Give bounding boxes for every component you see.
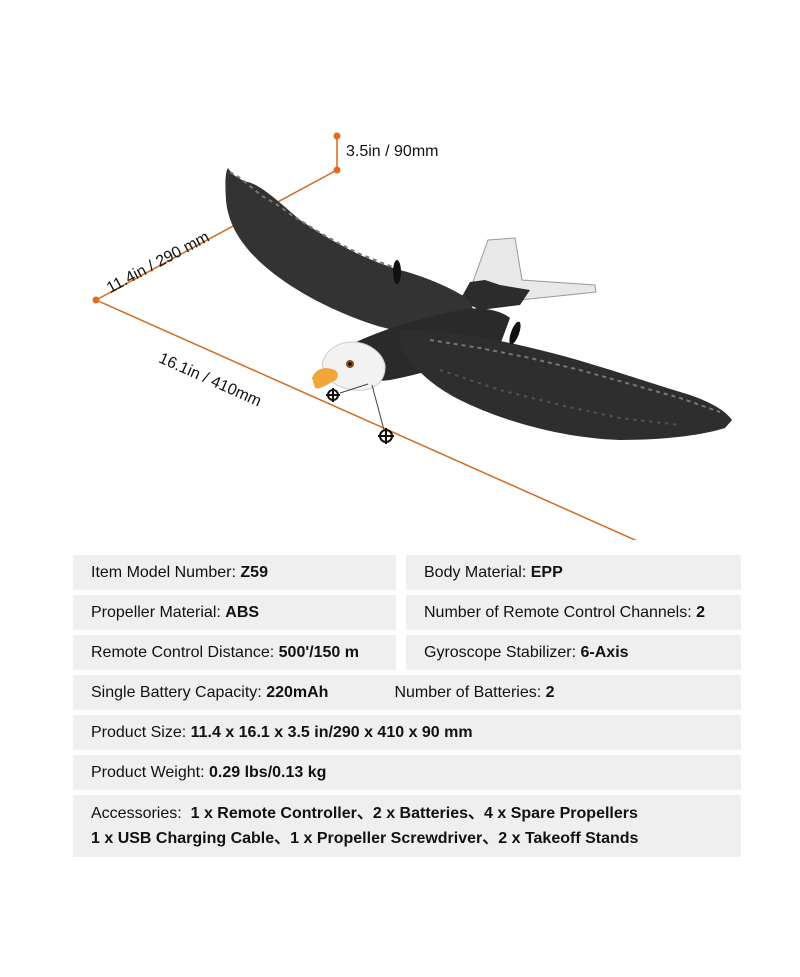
spec-label: Remote Control Distance: [91, 643, 275, 661]
spec-accessories: Accessories: 1 x Remote Controller、2 x B… [73, 795, 741, 857]
spec-gyroscope: Gyroscope Stabilizer: 6-Axis [406, 635, 741, 670]
spec-label: Body Material: [424, 563, 527, 581]
accessories-line-1: Accessories: 1 x Remote Controller、2 x B… [91, 801, 638, 826]
spec-value: 2 [545, 683, 555, 701]
spec-model-number: Item Model Number: Z59 [73, 555, 396, 590]
spec-value: 1 x USB Charging Cable、1 x Propeller Scr… [91, 830, 639, 847]
spec-label: Product Size: [91, 723, 187, 741]
dimension-lines [95, 136, 645, 545]
spec-label: Number of Batteries: [394, 683, 542, 701]
spec-row: Single Battery Capacity: 220mAh Number o… [73, 675, 741, 710]
spec-value: 1 x Remote Controller、2 x Batteries、4 x … [190, 805, 638, 822]
spec-row: Product Weight: 0.29 lbs/0.13 kg [73, 755, 741, 790]
spec-label: Item Model Number: [91, 563, 236, 581]
spec-label: Propeller Material: [91, 603, 221, 621]
spec-row: Item Model Number: Z59 Body Material: EP… [73, 555, 741, 590]
spec-label: Product Weight: [91, 763, 205, 781]
spec-value: 11.4 x 16.1 x 3.5 in/290 x 410 x 90 mm [190, 723, 473, 741]
accessories-line-2: 1 x USB Charging Cable、1 x Propeller Scr… [91, 826, 638, 851]
spec-value: 500'/150 m [278, 643, 359, 661]
spec-value: Z59 [240, 563, 268, 581]
spec-row: Product Size: 11.4 x 16.1 x 3.5 in/290 x… [73, 715, 741, 750]
spec-value: 220mAh [266, 683, 329, 701]
spec-label: Accessories: [91, 805, 187, 822]
spec-value: ABS [225, 603, 260, 621]
spec-value: EPP [530, 563, 563, 581]
spec-remote-channels: Number of Remote Control Channels: 2 [406, 595, 741, 630]
spec-product-size: Product Size: 11.4 x 16.1 x 3.5 in/290 x… [73, 715, 741, 750]
spec-body-material: Body Material: EPP [406, 555, 741, 590]
spec-value: 2 [696, 603, 706, 621]
spec-product-weight: Product Weight: 0.29 lbs/0.13 kg [73, 755, 741, 790]
spec-row: Accessories: 1 x Remote Controller、2 x B… [73, 795, 741, 857]
spec-label: Single Battery Capacity: [91, 683, 262, 701]
spec-value: 6-Axis [580, 643, 629, 661]
height-dimension-label: 3.5in / 90mm [346, 143, 439, 160]
spec-remote-distance: Remote Control Distance: 500'/150 m [73, 635, 396, 670]
spec-propeller-material: Propeller Material: ABS [73, 595, 396, 630]
spec-value: 0.29 lbs/0.13 kg [209, 763, 327, 781]
specifications-table: Item Model Number: Z59 Body Material: EP… [73, 555, 741, 862]
eagle-drone-image [92, 132, 732, 548]
spec-row: Remote Control Distance: 500'/150 m Gyro… [73, 635, 741, 670]
product-illustration: 3.5in / 90mm 11.4in / 290 mm 16.1in / 41… [92, 132, 732, 548]
spec-label: Number of Remote Control Channels: [424, 603, 692, 621]
spec-label: Gyroscope Stabilizer: [424, 643, 577, 661]
spec-battery: Single Battery Capacity: 220mAh Number o… [73, 675, 741, 710]
spec-row: Propeller Material: ABS Number of Remote… [73, 595, 741, 630]
